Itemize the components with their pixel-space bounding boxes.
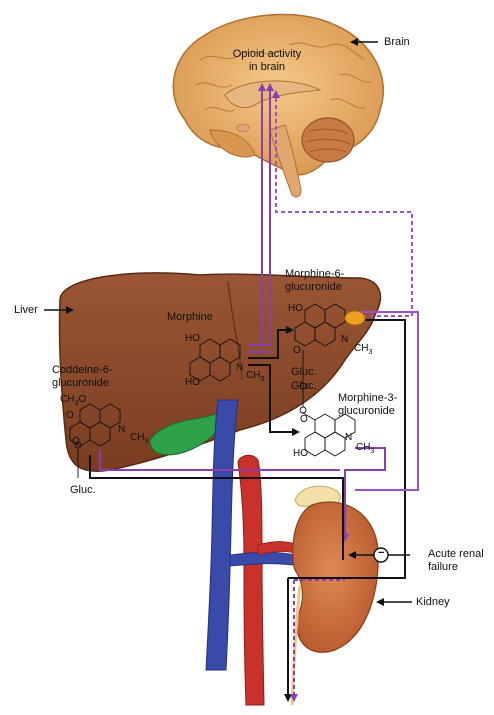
gluc-label-c6g: Gluc.	[70, 484, 96, 497]
morphine-ho-top: HO	[185, 333, 200, 344]
c6g-ch3: CH3	[130, 432, 148, 447]
kidney-illustration	[292, 486, 378, 705]
morphine-n: N	[236, 362, 243, 373]
c6g-n: N	[118, 424, 125, 435]
m3g-n: N	[345, 432, 352, 443]
blood-vessels	[206, 400, 305, 705]
acute-renal-label-line1: Acute renal	[428, 548, 484, 561]
liver-label: Liver	[14, 304, 38, 317]
m6g-o: O	[293, 345, 301, 356]
enzyme-marker	[345, 311, 365, 325]
c6g-o-lower: O	[72, 436, 80, 447]
m3g-o: O	[300, 414, 308, 425]
m3g-ch3: CH3	[356, 442, 374, 457]
c6g-label-line1: Coddeine-6-	[52, 364, 113, 377]
inhibitor-sign: −	[378, 547, 384, 560]
m6g-n: N	[341, 334, 348, 345]
morphine-ho-bottom: HO	[185, 377, 200, 388]
morphine-ch3: CH3	[246, 370, 264, 385]
m6g-ho: HO	[288, 303, 303, 314]
morphine-label: Morphine	[167, 311, 213, 324]
m3g-label-line2: glucuronide	[338, 405, 395, 418]
c6g-o-upper: O	[66, 410, 74, 421]
m3g-label-line1: Morphine-3-	[338, 392, 397, 405]
c6g-ch3o: CH3O	[60, 394, 86, 409]
gluc-label-m3g: Gluc.	[291, 380, 317, 393]
m6g-ch3: CH3	[354, 343, 372, 358]
in-brain-label: in brain	[232, 61, 302, 74]
m6g-label-line2: glucuronide	[285, 281, 342, 294]
opioid-activity-label: Opioid activity	[232, 48, 302, 61]
gluc-label-m6g: Gluc.	[291, 366, 317, 379]
m3g-ho: HO	[293, 448, 308, 459]
acute-renal-label-line2: failure	[428, 561, 458, 574]
brain-label: Brain	[384, 36, 410, 49]
brain-illustration	[173, 15, 383, 197]
kidney-label: Kidney	[416, 596, 450, 609]
m6g-label-line1: Morphine-6-	[285, 268, 344, 281]
c6g-label-line2: glucuronide	[52, 377, 109, 390]
